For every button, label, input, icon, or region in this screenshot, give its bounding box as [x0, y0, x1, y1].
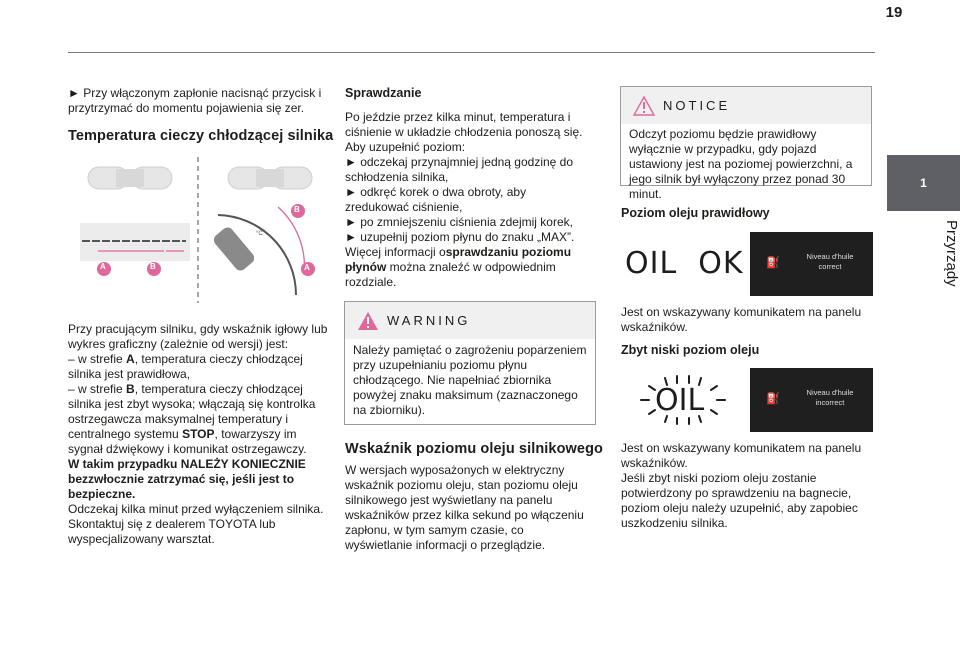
checking-step-2: ► odkręć korek o dwa obroty, aby zreduko…: [345, 185, 527, 214]
coolant-figure: °C A B B A: [68, 155, 320, 307]
checking-more-prefix: Więcej informacji o: [345, 245, 446, 259]
oil-indicator-text: W wersjach wyposażonych w elektryczny ws…: [345, 463, 584, 552]
oil-low-panel: OIL ⛽ Niveau d'huile incorrect: [621, 368, 873, 432]
chapter-tab[interactable]: 1: [887, 155, 960, 211]
top-divider: [68, 52, 875, 53]
oil-ok-heading: Poziom oleju prawidłowy: [621, 206, 770, 220]
zone-b-letter: B: [126, 382, 135, 396]
notice-title: NOTICE: [663, 98, 731, 113]
checking-step-3: ► po zmniejszeniu ciśnienia zdejmij kore…: [345, 215, 573, 229]
chapter-label: Przyrządy: [943, 220, 960, 287]
coolant-heading: Temperatura cieczy chłodzącej silnika: [68, 128, 334, 144]
oil-can-icon: ⛽: [766, 257, 780, 269]
checking-more-suffix: można znaleźć w odpowiednim rozdziale.: [345, 260, 556, 289]
celsius-mark: °C: [256, 231, 263, 237]
oil-ok-display: OIL OK: [625, 246, 744, 281]
zone-a-prefix: – w strefie: [68, 352, 127, 366]
page-number: 19: [885, 4, 903, 21]
zone-b-prefix: – w strefie: [68, 382, 127, 396]
checking-heading: Sprawdzanie: [345, 86, 422, 100]
oil-ok-message: Niveau d'huile correct: [806, 252, 854, 271]
zone-label-a-bar: A: [100, 262, 106, 271]
checking-p2: Aby uzupełnić poziom:: [345, 140, 466, 154]
oil-can-icon: ⛽: [766, 393, 780, 405]
checking-step-4: ► uzupełnij poziom płynu do znaku „MAX”.: [345, 230, 575, 244]
oil-ok-screen: ⛽ Niveau d'huile correct: [750, 232, 873, 296]
zone-a-text: , temperatura cieczy chłodzącej silnika …: [68, 352, 303, 381]
oil-low-text: Jest on wskazywany komunikatem na panelu…: [621, 441, 873, 531]
zone-label-a-gauge: A: [304, 263, 310, 272]
oil-low-p2: Jeśli zbyt niski poziom oleju zostanie p…: [621, 471, 858, 530]
stop-word: STOP: [182, 427, 215, 441]
zone-label-b-gauge: B: [294, 205, 300, 214]
dealer-instruction: Odczekaj kilka minut przed wyłączeniem s…: [68, 502, 324, 546]
oil-ok-text: Jest on wskazywany komunikatem na panelu…: [621, 305, 862, 334]
zone-b-text: , temperatura cieczy chłodzącej silnika …: [68, 382, 316, 441]
oil-warning-rays-icon: [640, 375, 726, 425]
oil-low-screen: ⛽ Niveau d'huile incorrect: [750, 368, 873, 432]
oil-low-p1: Jest on wskazywany komunikatem na panelu…: [621, 441, 862, 470]
zone-b-suffix: , towarzyszy im sygnał dźwiękowy i komun…: [68, 427, 307, 456]
coolant-gauge-illustration: °C: [80, 157, 315, 303]
checking-more-link: sprawdzaniu poziomu płynów: [345, 245, 572, 274]
coolant-p1: Przy pracującym silniku, gdy wskaźnik ig…: [68, 322, 328, 351]
oil-low-heading: Zbyt niski poziom oleju: [621, 343, 760, 357]
warning-triangle-icon: [358, 312, 378, 330]
zone-label-b-bar: B: [150, 262, 156, 271]
warning-text: Należy pamiętać o zagrożeniu poparzeniem…: [353, 343, 587, 417]
intro-text: ► Przy włączonym zapłonie nacisnąć przyc…: [68, 86, 322, 115]
notice-box: NOTICE Odczyt poziomu będzie prawidłowy …: [620, 86, 872, 201]
notice-triangle-icon: [633, 96, 655, 116]
notice-header: [621, 87, 871, 124]
notice-text: Odczyt poziomu będzie prawidłowy wyłączn…: [629, 127, 853, 201]
stop-instruction: W takim przypadku NALEŻY KONIECZNIE bezz…: [68, 457, 306, 501]
coolant-description: Przy pracującym silniku, gdy wskaźnik ig…: [68, 322, 330, 547]
warning-box: WARNING Należy pamiętać o zagrożeniu pop…: [344, 301, 596, 425]
checking-text: Po jeździe przez kilka minut, temperatur…: [345, 110, 585, 290]
oil-indicator-heading: Wskaźnik poziomu oleju silnikowego: [345, 441, 603, 457]
checking-step-1: ► odczekaj przynajmniej jedną godzinę do…: [345, 155, 574, 184]
zone-a-letter: A: [126, 352, 135, 366]
checking-p1: Po jeździe przez kilka minut, temperatur…: [345, 110, 583, 139]
oil-low-display: OIL: [655, 383, 705, 418]
chapter-label-wrap: Przyrządy: [891, 220, 960, 340]
oil-low-message: Niveau d'huile incorrect: [806, 388, 854, 407]
warning-title: WARNING: [387, 313, 471, 328]
oil-ok-panel: OIL OK ⛽ Niveau d'huile correct: [621, 232, 873, 296]
warning-header: [345, 302, 595, 339]
